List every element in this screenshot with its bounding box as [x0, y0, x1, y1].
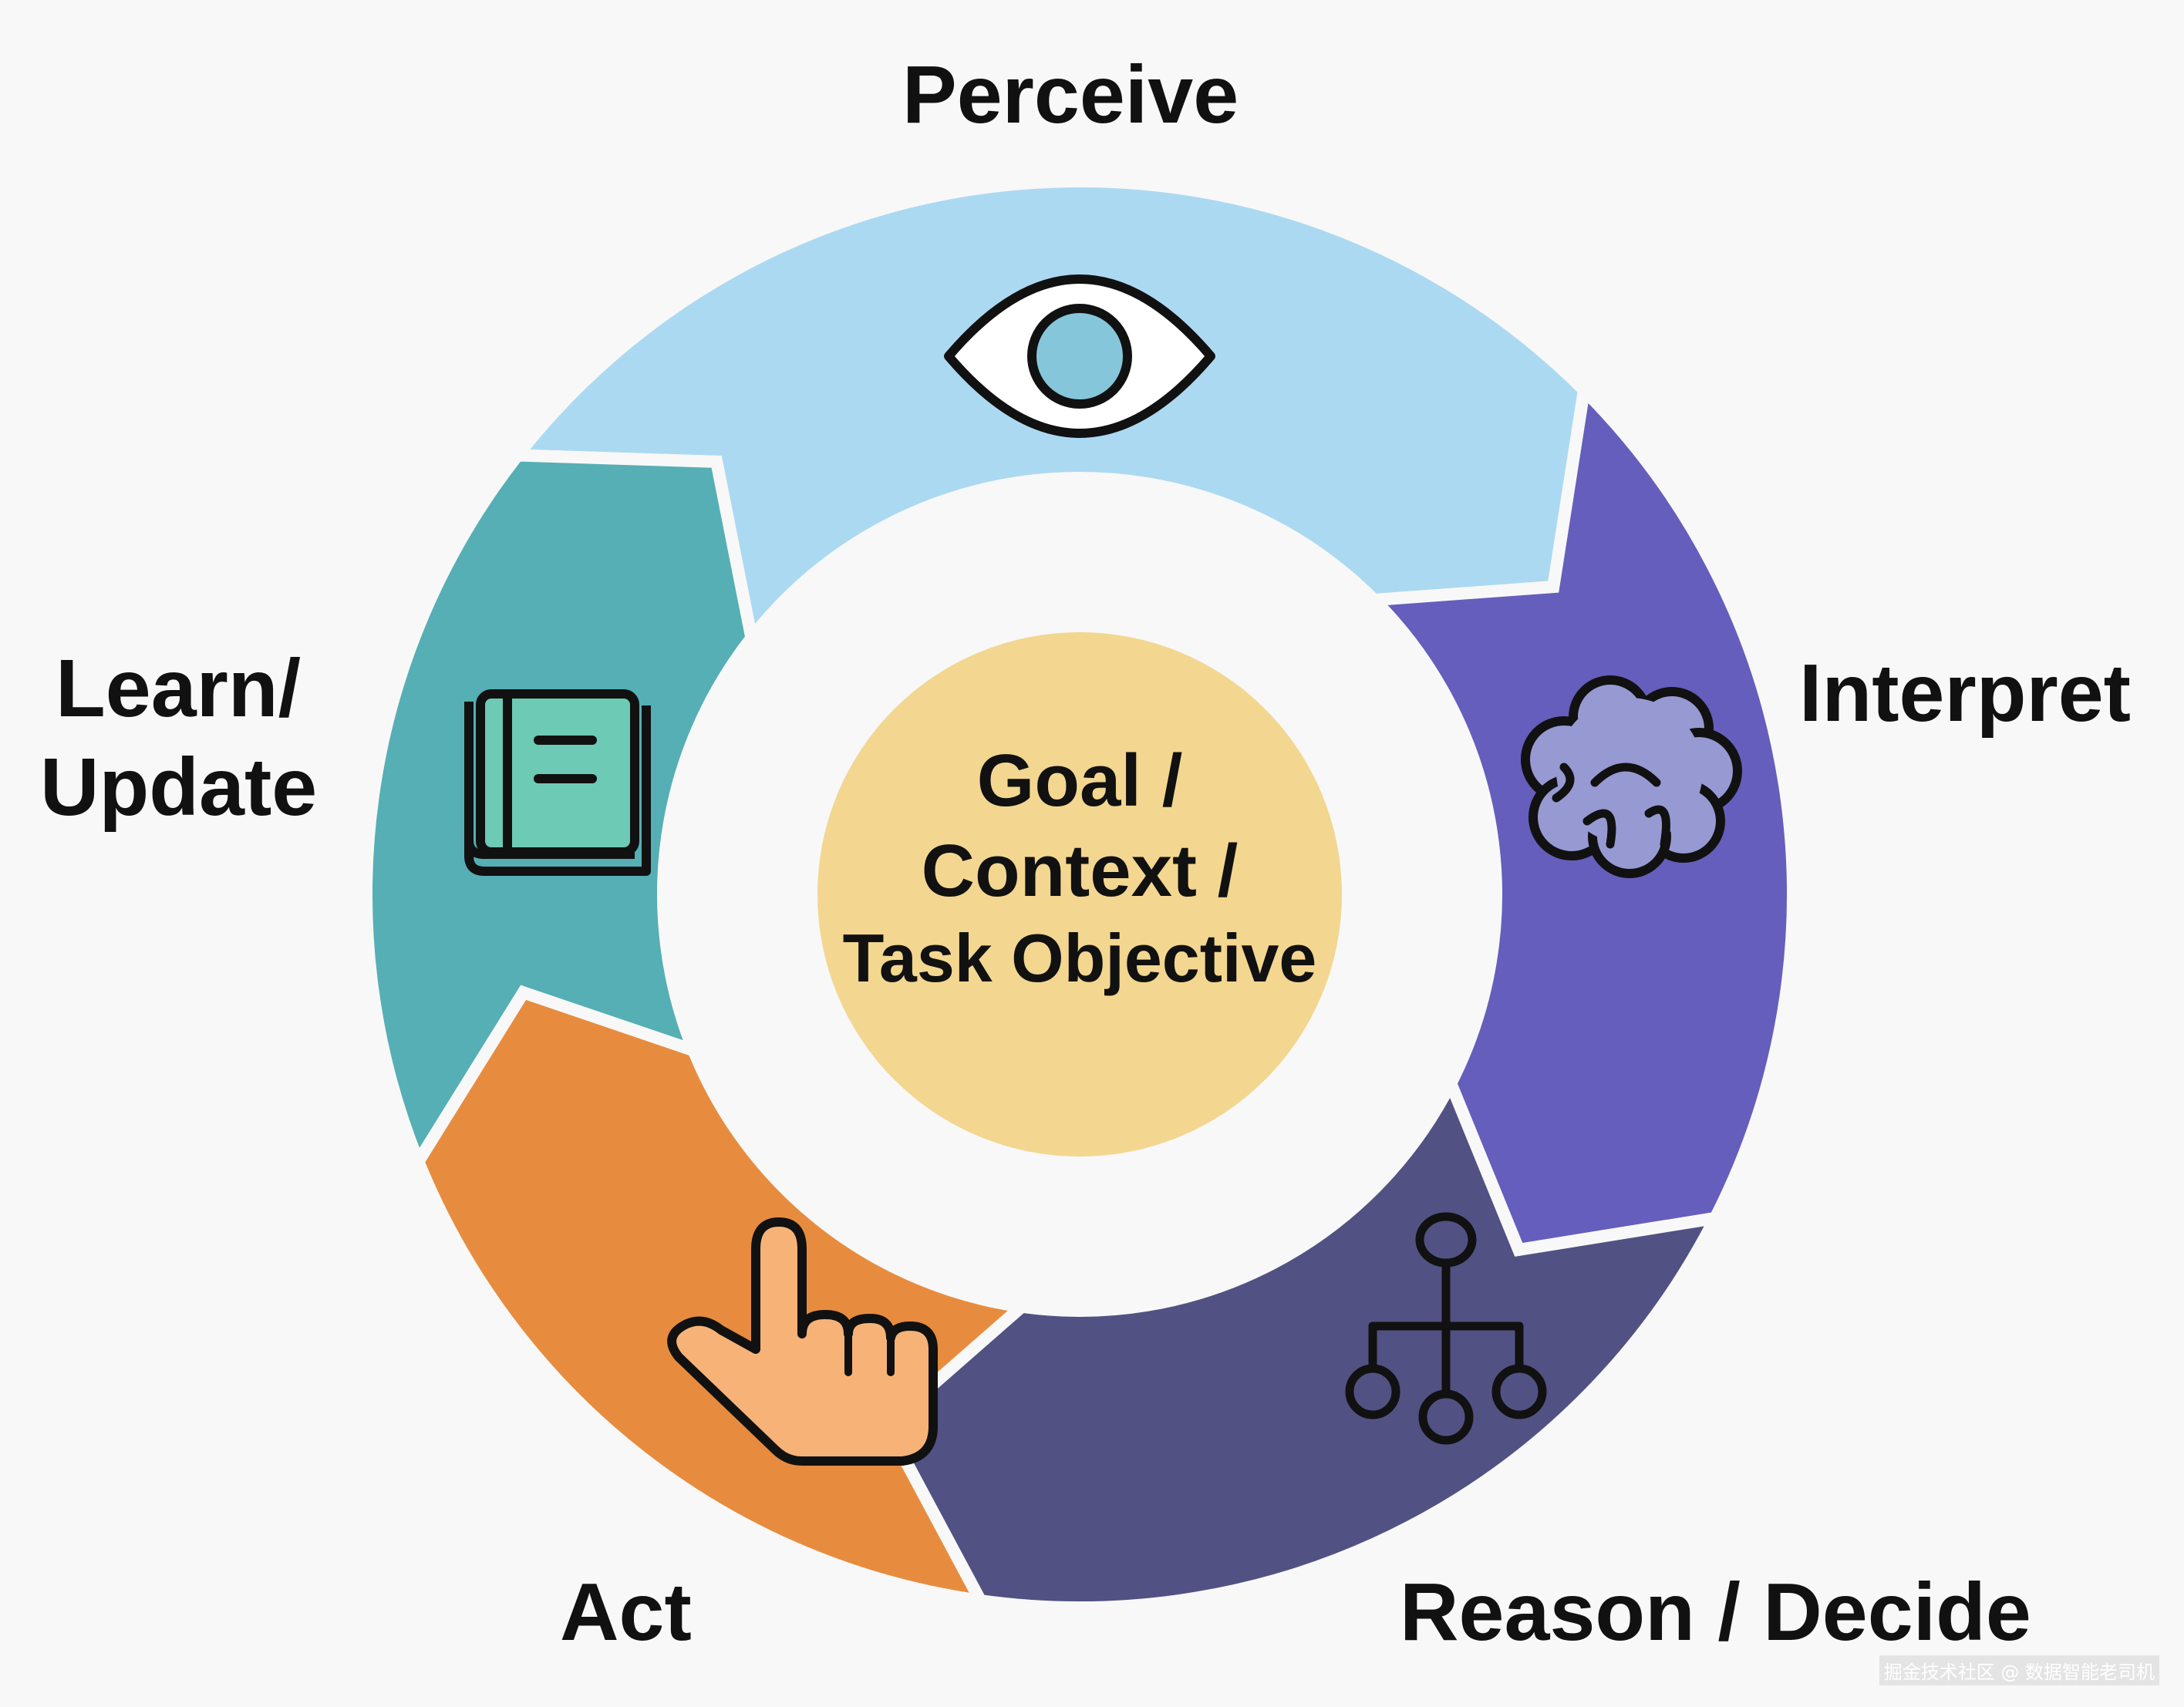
center-text-task-objective: Task Objective	[842, 920, 1317, 996]
center-circle	[817, 632, 1342, 1157]
book-icon	[464, 689, 651, 876]
center-text-goal: Goal /	[976, 739, 1183, 822]
stage-segment-reason	[878, 1068, 1727, 1614]
stage-label-learn: Learn/	[56, 643, 302, 734]
stage-label-perceive: Perceive	[902, 49, 1239, 140]
stage-label-reason-decide: Reason / Decide	[1400, 1567, 2031, 1658]
center-text-context: Context /	[921, 830, 1239, 912]
stage-label-update: Update	[40, 742, 318, 833]
hierarchy-icon	[1345, 1212, 1547, 1445]
stage-label-act: Act	[560, 1567, 692, 1658]
watermark: 掘金技术社区 @ 数据智能老司机	[1879, 1655, 2159, 1685]
eye-icon	[944, 274, 1215, 438]
brain-icon	[1521, 675, 1742, 878]
pointing-hand-icon	[667, 1217, 938, 1466]
stage-ring	[360, 175, 1799, 1614]
stage-label-interpret: Interpret	[1799, 648, 2131, 739]
